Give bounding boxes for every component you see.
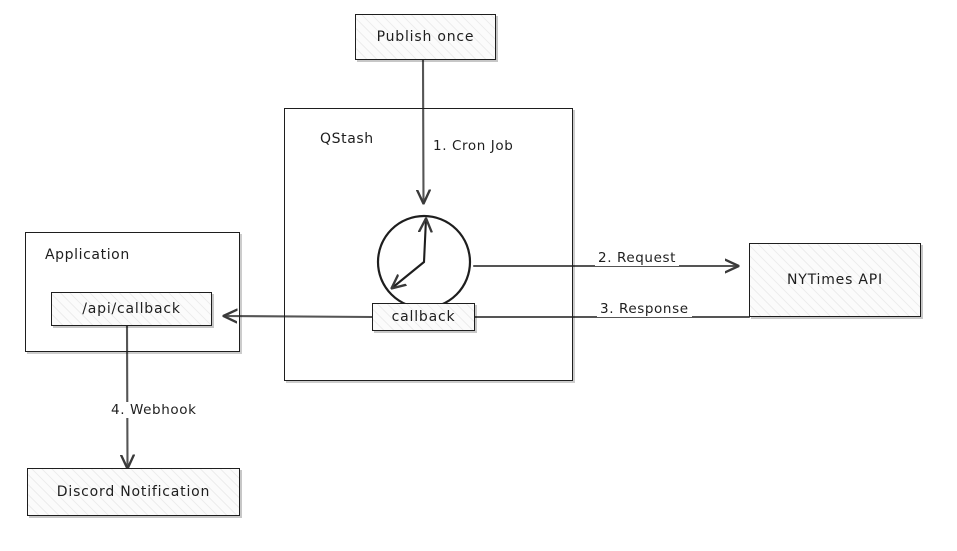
container-qstash-title: QStash [320,131,374,147]
container-application[interactable] [25,232,240,352]
node-api-callback-label: /api/callback [82,301,181,317]
node-callback-label: callback [391,309,456,325]
node-discord-notification[interactable]: Discord Notification [27,468,240,516]
edge-label-cron-job: 1. Cron Job [430,138,517,154]
node-nytimes-api-label: NYTimes API [787,272,883,288]
edge-label-request: 2. Request [595,250,680,266]
node-callback[interactable]: callback [372,303,475,331]
edge-label-response: 3. Response [597,301,692,317]
container-application-title: Application [45,247,130,263]
node-nytimes-api[interactable]: NYTimes API [749,243,921,317]
edge-label-webhook: 4. Webhook [108,402,200,418]
node-discord-notification-label: Discord Notification [56,484,211,500]
edge-webhook [127,324,128,468]
container-qstash[interactable] [284,108,573,381]
edge-response [224,316,751,317]
node-api-callback[interactable]: /api/callback [51,292,212,326]
node-publish-once-label: Publish once [376,29,475,45]
edge-cron-job [423,58,424,203]
node-publish-once[interactable]: Publish once [355,14,496,60]
